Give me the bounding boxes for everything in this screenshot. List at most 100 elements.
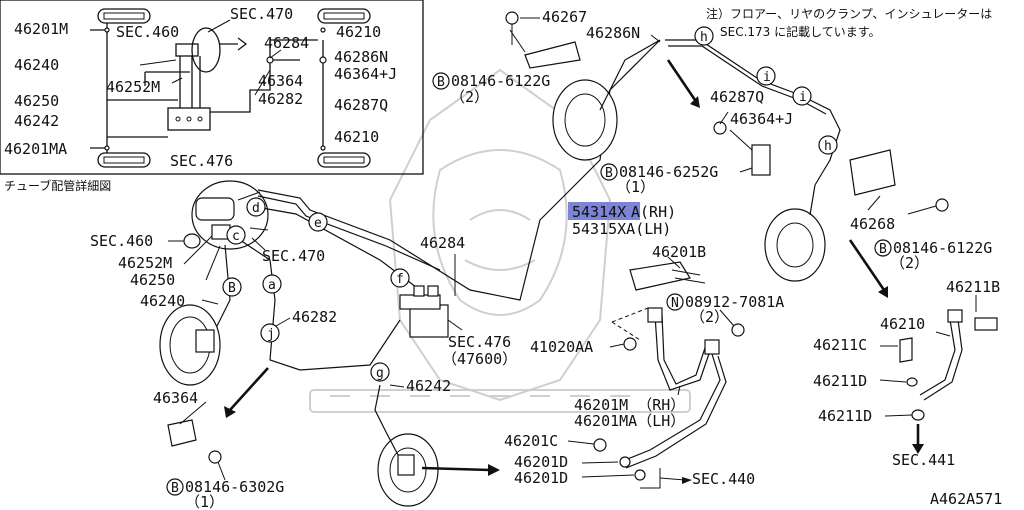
label-54315XA: 54315XA(LH): [572, 220, 671, 238]
direction-arrows: [224, 59, 924, 489]
svg-text:i: i: [799, 90, 807, 105]
label-46287Q: 46287Q: [710, 88, 764, 106]
note-line-2: SEC.173 に記載しています。: [720, 24, 881, 39]
svg-text:N: N: [671, 296, 679, 311]
label-08912-7081A: 08912-7081A: [685, 293, 784, 311]
label-46210: 46210: [880, 315, 925, 333]
inset-label-46210-top: 46210: [336, 23, 381, 41]
svg-text:h: h: [824, 139, 832, 154]
label-54314X-highlighted[interactable]: 54314X: [572, 203, 626, 221]
label-sec476[interactable]: SEC.476: [448, 333, 511, 351]
inset-label-46252M: 46252M: [106, 78, 160, 96]
callout-j: j: [260, 323, 280, 343]
inset-label-46287Q: 46287Q: [334, 96, 388, 114]
label-46267: 46267: [542, 8, 587, 26]
svg-text:a: a: [268, 278, 276, 293]
bolt-prefix-b-3: B: [874, 239, 892, 257]
label-qty-1-a: （1）: [616, 178, 655, 196]
callout-g: g: [370, 362, 390, 382]
rear-left-brake: [377, 433, 439, 507]
nut-prefix-n: N: [666, 293, 684, 311]
label-54314X-suffix: A(RH): [631, 203, 676, 221]
label-sec470[interactable]: SEC.470: [262, 247, 325, 265]
label-sec440[interactable]: SEC.440: [692, 470, 755, 488]
label-08146-6122G-b: 08146-6122G: [893, 239, 992, 257]
label-46364: 46364: [153, 389, 198, 407]
callout-f: f: [390, 268, 410, 288]
label-46252M: 46252M: [118, 254, 172, 272]
callout-h-1: h: [694, 26, 714, 46]
inset-label-46250: 46250: [14, 92, 59, 110]
svg-text:B: B: [437, 75, 445, 90]
front-left-brake: [159, 304, 221, 386]
callout-h-2: h: [818, 135, 838, 155]
label-46364J: 46364+J: [730, 110, 793, 128]
note-line-1: 注）フロアー、リヤのクランプ、インシュレーターは: [706, 6, 992, 21]
callout-i-2: i: [792, 86, 812, 106]
label-08146-6302G: 08146-6302G: [185, 478, 284, 496]
highlight-54314X: [568, 202, 640, 220]
abs-actuator: [399, 285, 449, 338]
inset-label-sec476: SEC.476: [170, 152, 233, 170]
label-qty-2-c: （2）: [690, 308, 729, 326]
leader-lines: [168, 17, 977, 481]
label-08146-6252G: 08146-6252G: [619, 163, 718, 181]
svg-text:j: j: [267, 327, 275, 342]
bolt-prefix-b-1: B: [432, 72, 450, 90]
label-46201D-b: 46201D: [514, 469, 568, 487]
label-46282: 46282: [292, 308, 337, 326]
label-46211B: 46211B: [946, 278, 1000, 296]
label-qty-2-a: （2）: [450, 88, 489, 106]
inset-label-46201MA: 46201MA: [4, 140, 67, 158]
callout-e: e: [308, 212, 328, 232]
label-sec441[interactable]: SEC.441: [892, 451, 955, 469]
label-46201D-a: 46201D: [514, 453, 568, 471]
inset-label-sec460: SEC.460: [116, 23, 179, 41]
svg-text:f: f: [396, 272, 404, 287]
label-46284: 46284: [420, 234, 465, 252]
label-41020AA: 41020AA: [530, 338, 593, 356]
svg-text:c: c: [232, 229, 240, 244]
bolt-prefix-b-2: B: [600, 163, 618, 181]
inset-label-46201M: 46201M: [14, 20, 68, 38]
inset-label-46242: 46242: [14, 112, 59, 130]
bolt-prefix-b-4: B: [166, 478, 184, 496]
callout-b: B: [222, 277, 242, 297]
inset-label-46210-bottom: 46210: [334, 128, 379, 146]
label-46268: 46268: [850, 215, 895, 233]
inset-label-46284: 46284: [264, 34, 309, 52]
label-46250: 46250: [130, 271, 175, 289]
label-qty-2-b: （2）: [890, 254, 929, 272]
label-46211C-right: 46211C: [813, 336, 867, 354]
svg-text:e: e: [314, 216, 322, 231]
svg-text:B: B: [171, 481, 179, 496]
inset-label-46286N: 46286N: [334, 48, 388, 66]
inset-label-46364J: 46364+J: [334, 65, 397, 83]
rear-right-brake: [764, 208, 826, 282]
callout-c: c: [226, 225, 246, 245]
inset-label-46282: 46282: [258, 90, 303, 108]
inset-label-sec470: SEC.470: [230, 5, 293, 23]
label-46240: 46240: [140, 292, 185, 310]
label-46201M: 46201M （RH）: [574, 396, 685, 414]
svg-text:B: B: [605, 166, 613, 181]
inset-title: チューブ配管詳細図: [4, 178, 111, 193]
label-46211D-a: 46211D: [813, 372, 867, 390]
label-47600: （47600）: [442, 350, 517, 368]
svg-text:d: d: [252, 201, 260, 216]
inset-label-46240: 46240: [14, 56, 59, 74]
front-right-brake: [552, 79, 618, 161]
label-46286N: 46286N: [586, 24, 640, 42]
svg-text:B: B: [228, 281, 236, 296]
svg-text:g: g: [376, 366, 384, 381]
tube-layout-inset: 46201M SEC.460 SEC.470 46240 46252M 4625…: [0, 0, 424, 175]
label-sec460[interactable]: SEC.460: [90, 232, 153, 250]
svg-text:h: h: [700, 30, 708, 45]
label-46201MA: 46201MA（LH）: [574, 412, 685, 430]
diagram-id: A462A571: [930, 490, 1002, 508]
label-08146-6122G-a: 08146-6122G: [451, 72, 550, 90]
svg-text:B: B: [879, 242, 887, 257]
callout-a: a: [262, 274, 282, 294]
label-46211D-b: 46211D: [818, 407, 872, 425]
